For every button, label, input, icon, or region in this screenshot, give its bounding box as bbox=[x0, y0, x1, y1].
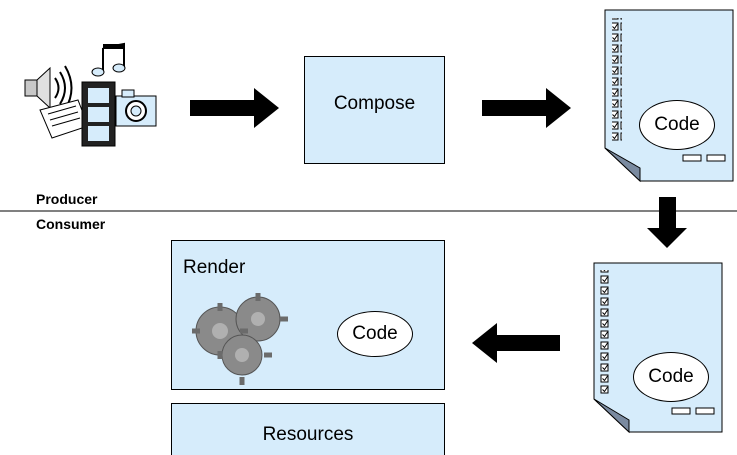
resources-box: Resources bbox=[171, 403, 445, 455]
code-document-bottom bbox=[593, 262, 723, 434]
arrow-down bbox=[647, 197, 687, 248]
consumer-label: Consumer bbox=[36, 216, 106, 232]
compose-box: Compose bbox=[304, 56, 445, 164]
resources-label: Resources bbox=[262, 424, 354, 445]
gears-icon bbox=[192, 293, 288, 385]
arrow-to-compose bbox=[190, 88, 279, 128]
render-box: Render Code bbox=[171, 240, 445, 390]
arrow-to-code-document bbox=[482, 88, 571, 128]
media-sources-icon bbox=[24, 40, 157, 147]
producer-label: Producer bbox=[36, 191, 98, 207]
compose-label: Compose bbox=[333, 93, 416, 114]
arrow-to-render bbox=[472, 323, 560, 363]
code-oval-top: Code bbox=[639, 100, 715, 150]
code-document-top bbox=[604, 9, 734, 183]
code-oval-render: Code bbox=[337, 311, 413, 357]
code-oval-bottom: Code bbox=[633, 352, 709, 402]
render-label: Render bbox=[183, 257, 246, 278]
